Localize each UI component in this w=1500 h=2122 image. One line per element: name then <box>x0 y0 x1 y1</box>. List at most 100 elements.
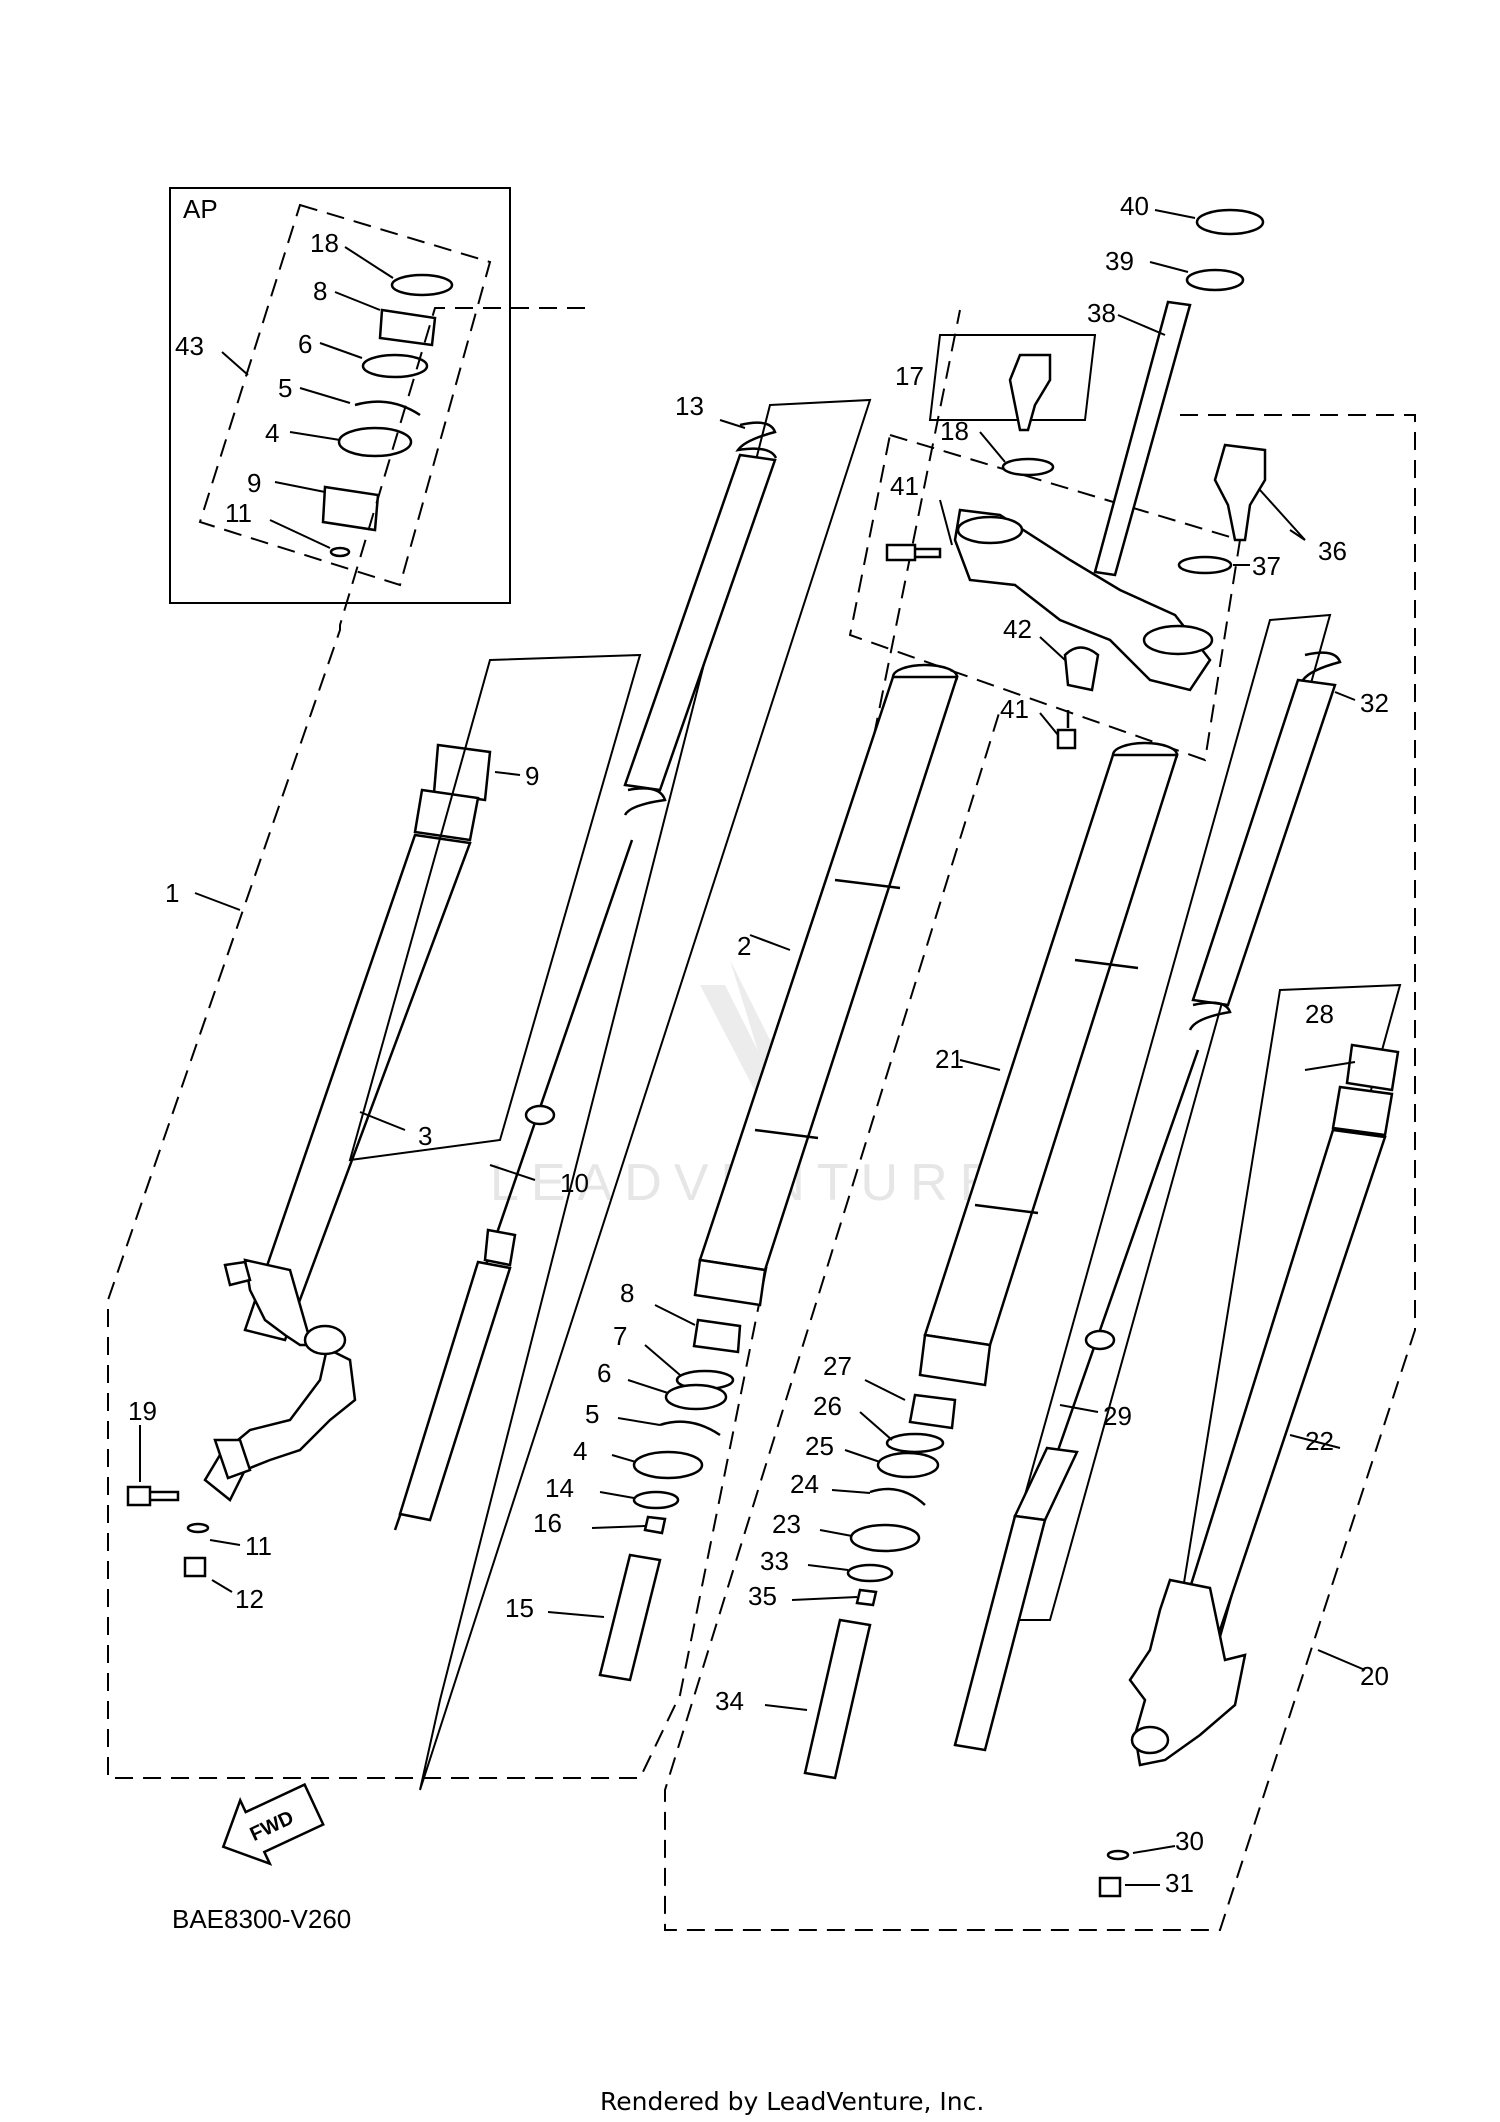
o-ring-37 <box>1177 555 1233 575</box>
leader <box>1289 1434 1341 1449</box>
bolt-19-head <box>126 1485 152 1507</box>
inner-tube-foot <box>693 1258 767 1307</box>
leader <box>819 1529 853 1537</box>
callout-20: 20 <box>1360 1661 1389 1691</box>
leader <box>489 1164 536 1181</box>
part-16 <box>643 1515 667 1535</box>
leader <box>627 1379 669 1394</box>
leader <box>1149 261 1189 273</box>
callout-14: 14 <box>545 1473 574 1503</box>
bushing-28 <box>1345 1043 1400 1092</box>
fork-leg-bottom <box>1128 1578 1247 1767</box>
spring-kit-outline <box>419 398 872 1791</box>
clamp-right <box>1142 624 1214 656</box>
part-40 <box>1195 208 1265 236</box>
callout-9: 9 <box>525 761 539 791</box>
callout-18: 18 <box>310 228 339 258</box>
ap-o-ring <box>390 273 454 297</box>
axle-pinch <box>213 1438 252 1480</box>
bolt-12 <box>183 1556 207 1578</box>
damper-rod-29 <box>953 1049 1200 1752</box>
inner-tube-band <box>974 1203 1039 1215</box>
bolt-41-upper-shaft <box>915 547 942 559</box>
callout-21: 21 <box>935 1044 964 1074</box>
bushing-27 <box>908 1393 957 1430</box>
bushing-8 <box>692 1318 742 1354</box>
callout-1: 1 <box>165 878 179 908</box>
washer-11 <box>186 1522 210 1534</box>
leader <box>299 387 351 404</box>
spring-body <box>623 453 777 792</box>
left-seal-stack <box>547 1304 742 1682</box>
leader <box>1259 489 1306 541</box>
callout-5: 5 <box>585 1399 599 1429</box>
callout-40: 40 <box>1120 191 1149 221</box>
callout-2: 2 <box>737 931 751 961</box>
o-ring-18 <box>1001 457 1055 477</box>
leader <box>1132 1845 1176 1854</box>
callout-13: 13 <box>675 391 704 421</box>
ap-inset-border <box>169 187 511 604</box>
washer-26 <box>885 1432 945 1454</box>
leader <box>269 519 331 549</box>
leader <box>859 1411 893 1441</box>
leader <box>1154 209 1196 219</box>
rod-piston <box>1013 1446 1079 1522</box>
ap-washer-11 <box>329 546 351 558</box>
leader <box>1039 712 1059 736</box>
callout-11: 11 <box>245 1531 272 1561</box>
spring-32-outline <box>988 613 1332 1621</box>
fork-leg-bottom <box>203 1258 357 1502</box>
callout-32: 32 <box>1360 688 1389 718</box>
leader <box>611 1454 637 1463</box>
callout-33: 33 <box>760 1546 789 1576</box>
callout-16: 16 <box>533 1508 562 1538</box>
part-33 <box>846 1563 894 1583</box>
callout-41: 41 <box>890 471 919 501</box>
callout-36: 36 <box>1318 536 1347 566</box>
bolt-19-shaft <box>150 1490 180 1502</box>
callout-34: 34 <box>715 1686 744 1716</box>
ap-inset: AP 18 8 43 6 5 4 9 11 <box>169 187 511 604</box>
axle-boss <box>303 1324 347 1356</box>
spring-top-coils <box>735 421 778 459</box>
callouts: 40 39 38 17 13 18 41 36 37 42 41 32 9 1 … <box>128 191 1389 1898</box>
part-34 <box>803 1618 872 1780</box>
adjuster-17 <box>1008 353 1052 432</box>
callout-43: 43 <box>175 331 204 361</box>
axle-boss <box>1130 1725 1170 1755</box>
bushing-9 <box>432 743 492 802</box>
bolt-41-upper-head <box>885 543 917 562</box>
leader <box>547 1611 605 1618</box>
callout-31: 31 <box>1165 1868 1194 1898</box>
callout-28: 28 <box>1305 999 1334 1029</box>
leader <box>807 1564 849 1571</box>
left-fork-assembly-outline <box>107 307 961 1779</box>
callout-8: 8 <box>620 1278 634 1308</box>
callout-26: 26 <box>813 1391 842 1421</box>
leader <box>831 1489 871 1494</box>
spring-body <box>1191 678 1337 1007</box>
leader <box>599 1491 635 1499</box>
part-15 <box>598 1553 662 1682</box>
left-lower-fasteners <box>126 1425 241 1593</box>
leader <box>959 1059 1001 1071</box>
callout-15: 15 <box>505 1593 534 1623</box>
part-39 <box>1185 268 1245 292</box>
callout-19: 19 <box>128 1396 157 1426</box>
spring-top-coils <box>1301 651 1342 681</box>
leader <box>194 892 241 911</box>
oil-seal-25 <box>876 1451 940 1479</box>
part-42 <box>1063 646 1100 692</box>
leader <box>1059 1404 1099 1413</box>
left-outer-tube <box>203 743 492 1502</box>
adjuster-36 <box>1213 443 1267 542</box>
spring-bottom-coils <box>623 787 667 816</box>
rod-piston <box>483 1228 517 1267</box>
callout-3: 3 <box>418 1121 432 1151</box>
leader <box>1039 636 1066 661</box>
tube-top <box>1331 1085 1394 1137</box>
callout-41: 41 <box>1000 694 1029 724</box>
ap-clip-5 <box>354 400 421 417</box>
inner-tube-band <box>754 1128 819 1140</box>
